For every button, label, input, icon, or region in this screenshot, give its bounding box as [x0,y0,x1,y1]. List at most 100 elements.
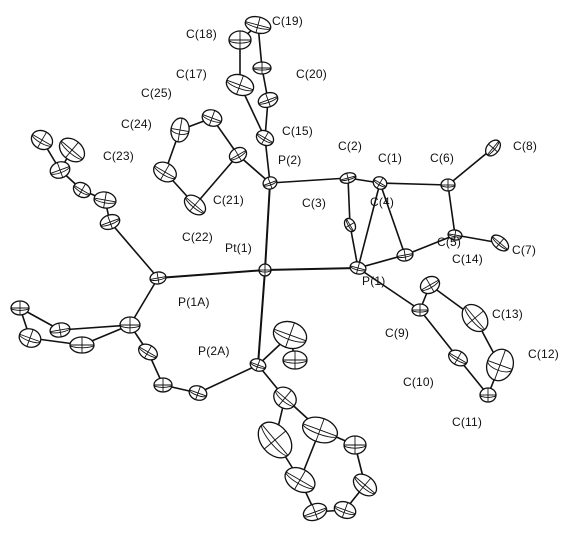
atom-pt1 [258,263,272,277]
atom-c16a [282,350,308,370]
atom-c12 [485,348,515,382]
label-pt1: Pt(1) [225,241,252,255]
atom-c2a2 [188,385,208,401]
atom-c3 [343,217,357,233]
bond-pt1-p2a [257,269,266,366]
atom-c22 [183,194,207,216]
label-c24: C(24) [121,117,152,131]
atom-x3 [302,502,328,522]
atom-x1 [352,473,378,497]
bond-p1a-c2a [109,221,159,279]
label-p2: P(2) [278,153,301,167]
bond-p1a-c9a [129,277,159,326]
bond-c1-c6 [379,182,449,186]
atom-c7 [490,234,510,252]
label-c15: C(15) [282,124,313,138]
atom-c24a [343,435,367,455]
atom-p2 [262,176,278,190]
label-c25: C(25) [141,86,172,100]
bond-c1-p1 [357,182,381,269]
label-c8: C(8) [513,139,537,153]
bond-p2-c2 [269,177,349,184]
label-c5: C(5) [437,235,461,249]
label-c22: C(22) [182,230,213,244]
atom-c21 [228,146,248,164]
atom-c4 [396,248,414,262]
label-c4: C(4) [370,195,394,209]
label-p2a: P(2A) [198,344,230,358]
label-c17: C(17) [176,67,207,81]
atom-c6a [72,181,92,199]
atom-c13a [49,322,71,338]
label-c1: C(1) [378,151,402,165]
atoms [10,15,515,522]
label-c13: C(13) [492,307,523,321]
bond-c6-c8 [447,147,494,186]
label-c23: C(23) [103,149,134,163]
atom-c5 [447,229,463,241]
atom-c3a [138,343,158,361]
atom-c17 [225,73,255,97]
atom-c5a [49,161,71,179]
atom-p1a [149,271,167,285]
atom-c10a [69,336,95,354]
atom-p1 [349,261,367,275]
bond-p2a-c2a [197,364,259,394]
atom-p2a [249,358,267,372]
atom-c13 [461,303,489,333]
atom-c25 [201,109,223,127]
label-c2: C(2) [338,139,362,153]
bond-c6-c5 [447,184,456,236]
bond-pt1-p1a [157,269,266,279]
atom-c11 [479,387,497,403]
atom-c22a [257,421,293,459]
bond-c13a-c9a [59,324,131,331]
atom-c20 [252,61,272,75]
atom-c12a [10,300,30,316]
atom-c23a [284,466,316,494]
atom-c11a [18,328,42,348]
atom-c19 [244,15,272,35]
label-c14: C(14) [452,252,483,266]
atom-c9a [119,316,141,334]
atom-c25a [301,416,339,444]
label-p1: P(1) [362,274,385,288]
atom-c24 [170,117,190,143]
bond-pt1-p2 [264,182,271,271]
label-c9: C(9) [385,326,409,340]
label-p1a: P(1A) [178,295,210,309]
atom-c16 [257,91,279,109]
atom-c21a [273,386,297,410]
atom-c6 [440,178,456,192]
atom-c4a [58,137,86,163]
bond-c1-c4 [379,182,406,256]
bond-c5-c4 [404,234,456,256]
label-c10: C(10) [403,375,434,389]
label-c3: C(3) [302,196,326,210]
atom-c23 [153,161,177,183]
bond-c22-c21 [194,154,239,206]
atom-c15 [255,129,275,147]
atom-c4a2 [153,377,173,393]
bond-c2-c3 [347,177,351,226]
bond-pt1-p1 [264,267,359,271]
label-c19: C(19) [272,14,303,28]
label-c7: C(7) [512,243,536,257]
label-c12: C(12) [528,347,559,361]
atom-c7a [30,129,54,151]
atom-c18 [228,30,252,50]
atom-c9 [411,303,429,317]
atom-c1 [372,176,388,190]
atom-c8 [484,139,502,157]
bond-p1-c9 [357,267,421,311]
atom-labels: C(18) C(19) C(17) C(20) C(25) C(24) C(15… [103,14,559,429]
bond-c10-c9 [419,309,459,359]
atom-c2a [99,213,121,231]
atom-c10 [448,349,468,367]
atom-c14 [419,275,441,295]
atom-x2 [333,500,357,520]
atom-c15a [272,320,308,350]
atom-c2 [339,172,357,184]
